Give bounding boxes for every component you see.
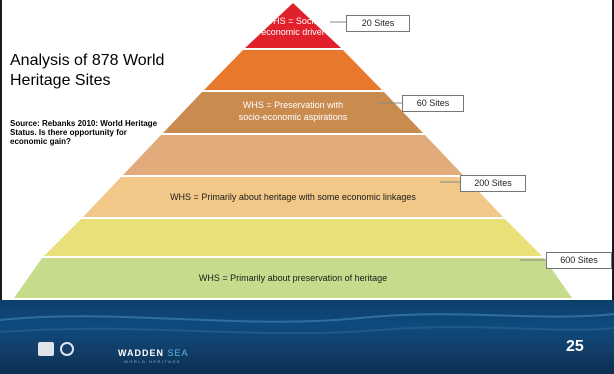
pyramid-tier-7 — [14, 258, 572, 298]
pyramid-tier-4 — [123, 135, 463, 175]
pyramid-tier-2 — [204, 50, 382, 90]
callout-20-sites: 20 Sites — [346, 15, 410, 32]
footer-banner: WADDEN SEA WORLD HERITAGE 25 — [0, 300, 614, 374]
tier-3-label-line2: socio-economic aspirations — [239, 112, 348, 122]
tier-5-label: WHS = Primarily about heritage with some… — [170, 192, 416, 202]
wadden-sea-subtitle: WORLD HERITAGE — [124, 359, 182, 364]
tier-7-label: WHS = Primarily about preservation of he… — [199, 273, 387, 283]
tier-1-label-line1: WHS = Socio- — [265, 16, 322, 26]
source-citation: Source: Rebanks 2010: World Heritage Sta… — [10, 119, 158, 146]
pyramid-tier-5 — [83, 177, 503, 217]
seal-logo-icon — [60, 342, 74, 356]
pyramid-tier-3 — [163, 92, 423, 133]
tier-1-label-line2: economic driver — [261, 27, 325, 37]
left-frame-line — [0, 0, 2, 374]
callout-60-sites: 60 Sites — [402, 95, 464, 112]
wadden-sea-logo-text: WADDEN SEA — [118, 348, 189, 358]
pyramid-tier-6 — [44, 219, 542, 256]
right-frame-line — [612, 0, 614, 374]
pyramid-tier-1 — [245, 3, 341, 48]
callout-200-sites: 200 Sites — [460, 175, 526, 192]
slide-title: Analysis of 878 World Heritage Sites — [10, 52, 165, 89]
tier-3-label-line1: WHS = Preservation with — [243, 100, 343, 110]
unesco-logo-icon — [38, 342, 54, 356]
callout-600-sites: 600 Sites — [546, 252, 612, 269]
anniversary-logo: 25 — [566, 338, 584, 355]
wave-decoration — [0, 313, 614, 335]
pyramid-diagram: WHS = Socio- economic driver WHS = Prese… — [14, 3, 572, 298]
